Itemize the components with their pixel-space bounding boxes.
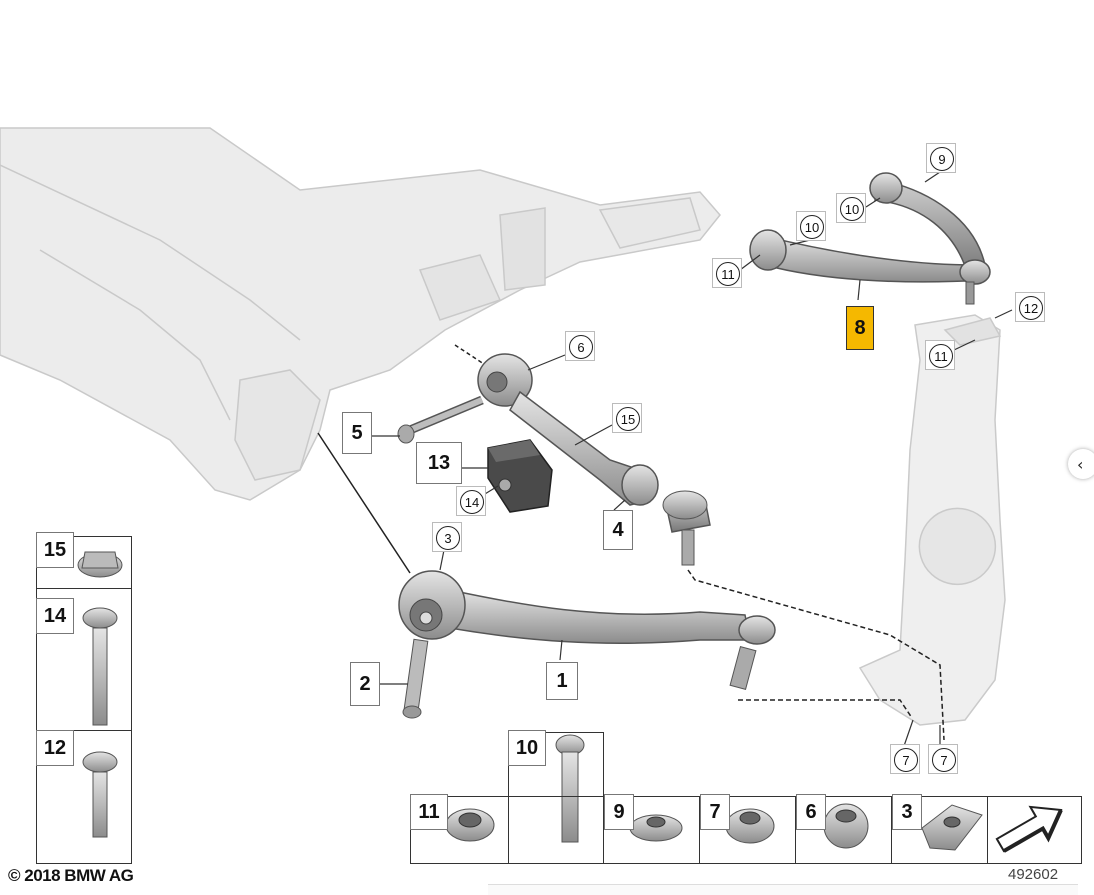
callout-14: 14 (456, 486, 486, 516)
panel-divider-6 (891, 796, 892, 864)
wishbone-1 (398, 570, 776, 691)
circle-label-15: 15 (616, 407, 640, 431)
hardware-panel-bottom (410, 796, 1082, 864)
bolt-5 (397, 395, 484, 444)
callout-10-lower: 10 (796, 211, 826, 241)
callout-3: 3 (432, 522, 462, 552)
panel-divider-3 (987, 796, 988, 864)
bottom-scroll-strip (488, 884, 1078, 895)
callout-10-upper: 10 (836, 193, 866, 223)
callout-11-lower: 11 (925, 340, 955, 370)
circle-label-3: 3 (436, 526, 460, 550)
hardware-panel-left (36, 536, 132, 864)
hardware-label-14: 14 (36, 598, 74, 634)
circle-label-6: 6 (569, 335, 593, 359)
rubber-mount-13 (487, 439, 553, 513)
hardware-bottom-parts (445, 734, 983, 851)
panel-divider-14-12 (36, 730, 132, 731)
hardware-label-12: 12 (36, 730, 74, 766)
part-label-1: 1 (546, 662, 578, 700)
part-label-13: 13 (416, 442, 462, 484)
circle-label-12: 12 (1019, 296, 1043, 320)
circle-label-7: 7 (894, 748, 918, 772)
panel-divider-15-14 (36, 588, 132, 589)
panel-divider-7 (795, 796, 796, 864)
guide-lines (317, 344, 945, 741)
circle-label-11: 11 (716, 262, 740, 286)
subframe (0, 127, 721, 501)
hardware-label-3: 3 (892, 794, 922, 830)
hardware-label-6: 6 (796, 794, 826, 830)
circle-label-7: 7 (932, 748, 956, 772)
bolt-2 (402, 638, 429, 719)
hardware-label-15: 15 (36, 532, 74, 568)
callout-7-right: 7 (928, 744, 958, 774)
callout-7-left: 7 (890, 744, 920, 774)
part-label-2: 2 (350, 662, 380, 706)
hardware-label-9: 9 (604, 794, 634, 830)
circle-label-10: 10 (800, 215, 824, 239)
hardware-label-11: 11 (410, 794, 448, 830)
hardware-left-parts (77, 551, 123, 838)
copyright-text: © 2018 BMW AG (8, 866, 134, 885)
hardware-label-7: 7 (700, 794, 730, 830)
part-label-4: 4 (603, 510, 633, 550)
callout-12: 12 (1015, 292, 1045, 322)
steering-knuckle (858, 314, 1006, 726)
callout-9: 9 (926, 143, 956, 173)
panel-divider-9 (699, 796, 700, 864)
callout-11-upper: 11 (712, 258, 742, 288)
part-label-8-highlighted[interactable]: 8 (846, 306, 874, 350)
circle-label-10: 10 (840, 197, 864, 221)
circle-label-9: 9 (930, 147, 954, 171)
hardware-cell-10 (508, 732, 604, 864)
circle-label-14: 14 (460, 490, 484, 514)
callout-15: 15 (612, 403, 642, 433)
circle-label-11: 11 (929, 344, 953, 368)
part-label-5: 5 (342, 412, 372, 454)
callout-6: 6 (565, 331, 595, 361)
direction-arrow-icon (995, 805, 1063, 853)
upper-control-arm (749, 172, 991, 305)
drawing-number: 492602 (1008, 866, 1059, 883)
tension-strut (477, 353, 711, 566)
chevron-left-icon[interactable]: ‹ (1068, 449, 1094, 479)
hardware-label-10: 10 (508, 730, 546, 766)
